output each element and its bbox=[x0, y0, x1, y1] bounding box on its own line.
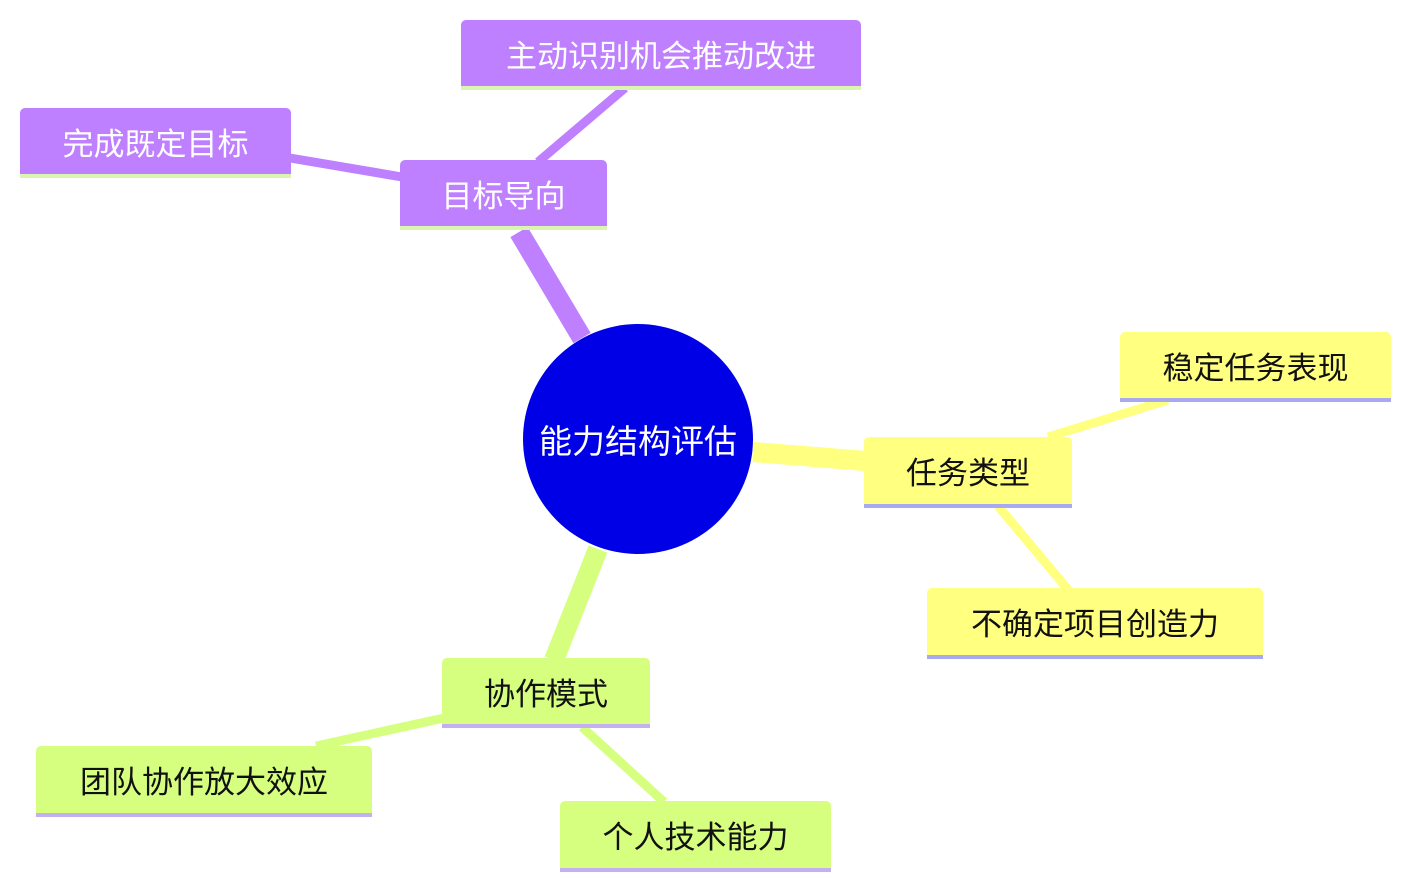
leaf-node-complete-goals[interactable]: 完成既定目标 bbox=[20, 108, 291, 178]
branch-node-label: 协作模式 bbox=[484, 676, 608, 713]
leaf-node-stable-performance[interactable]: 稳定任务表现 bbox=[1120, 332, 1391, 402]
root-node-label: 能力结构评估 bbox=[539, 422, 737, 461]
root-node[interactable]: 能力结构评估 bbox=[523, 324, 753, 554]
leaf-node-team-amplification[interactable]: 团队协作放大效应 bbox=[36, 746, 372, 817]
link-collab-personal bbox=[578, 723, 668, 806]
leaf-node-uncertain-creativity[interactable]: 不确定项目创造力 bbox=[927, 588, 1263, 659]
link-root-collab bbox=[544, 545, 608, 664]
link-goal-complete bbox=[289, 153, 403, 182]
link-root-goal bbox=[510, 226, 591, 344]
branch-node-label: 任务类型 bbox=[906, 456, 1030, 492]
leaf-node-label: 主动识别机会推动改进 bbox=[506, 38, 816, 75]
leaf-node-label: 团队协作放大效应 bbox=[80, 765, 328, 801]
leaf-node-label: 个人技术能力 bbox=[602, 820, 789, 856]
branch-node-collab[interactable]: 协作模式 bbox=[442, 658, 650, 728]
leaf-node-label: 不确定项目创造力 bbox=[971, 607, 1219, 643]
link-goal-improve bbox=[535, 84, 628, 166]
link-task-stable bbox=[1046, 395, 1170, 442]
branch-node-label: 目标导向 bbox=[441, 178, 566, 215]
link-collab-team bbox=[315, 713, 445, 751]
link-task-uncertain bbox=[994, 503, 1074, 595]
leaf-node-label: 完成既定目标 bbox=[62, 126, 249, 163]
leaf-node-label: 稳定任务表现 bbox=[1162, 350, 1349, 387]
link-root-task bbox=[752, 442, 867, 471]
branch-node-goal[interactable]: 目标导向 bbox=[400, 160, 607, 230]
leaf-node-proactive-improvement[interactable]: 主动识别机会推动改进 bbox=[461, 20, 861, 90]
leaf-node-personal-skill[interactable]: 个人技术能力 bbox=[560, 801, 831, 872]
branch-node-task[interactable]: 任务类型 bbox=[864, 437, 1072, 508]
